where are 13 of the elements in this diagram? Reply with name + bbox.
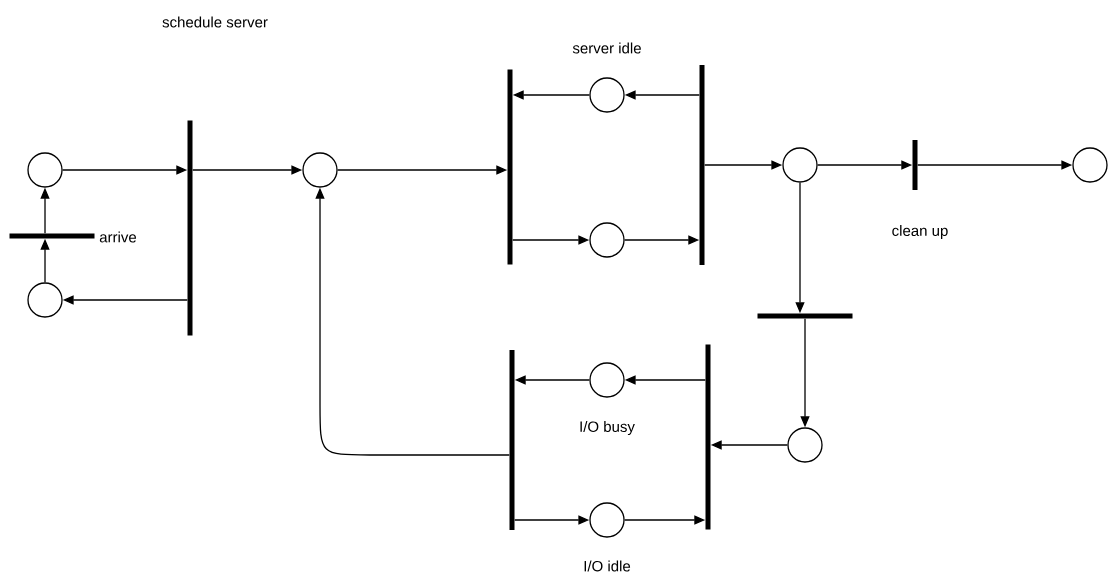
place-label: I/O idle bbox=[584, 560, 631, 572]
place-circle bbox=[1072, 147, 1108, 183]
place-circle bbox=[302, 152, 338, 188]
place-circle bbox=[787, 427, 823, 463]
place-circle bbox=[27, 282, 63, 318]
place-label: clean up bbox=[892, 225, 948, 239]
place-label: arrive bbox=[99, 231, 137, 243]
place-label: server idle bbox=[572, 42, 641, 54]
place-label: I/O busy bbox=[580, 421, 635, 435]
transition-label: schedule server bbox=[162, 16, 268, 28]
place-circle bbox=[589, 222, 625, 258]
place-circle bbox=[27, 152, 63, 188]
place-circle bbox=[782, 147, 818, 183]
